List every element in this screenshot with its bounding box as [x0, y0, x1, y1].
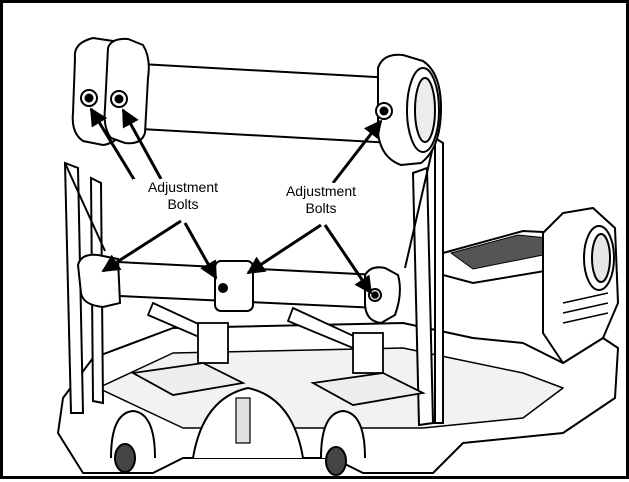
arrow-icon: [89, 107, 383, 295]
callout-left-line1: Adjustment: [147, 179, 219, 195]
linkage: [130, 301, 426, 406]
callout-right-line2: Bolts: [305, 200, 337, 216]
upright-posts: [63, 136, 444, 427]
foot-pedal-icon: [442, 206, 620, 365]
machine-illustration: [57, 36, 620, 476]
callout-right-line1: Adjustment: [285, 183, 357, 199]
callout-left: Adjustment Bolts: [133, 179, 233, 213]
upper-roller: [71, 36, 443, 167]
callout-left-line2: Bolts: [167, 196, 199, 212]
lower-roller: [76, 253, 401, 325]
caster-wheel-icon: [110, 409, 366, 476]
callout-right: Adjustment Bolts: [271, 183, 371, 217]
